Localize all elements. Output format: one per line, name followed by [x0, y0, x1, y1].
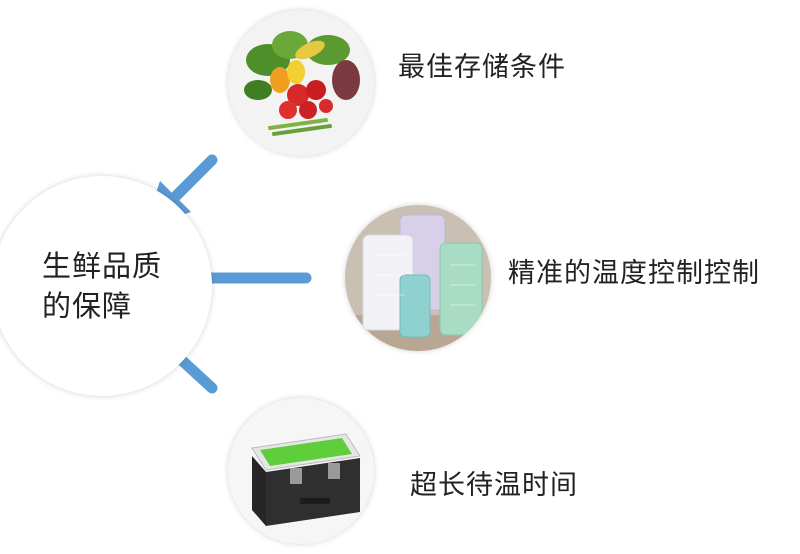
hub-circle	[0, 176, 212, 396]
node-label-storage: 最佳存储条件	[398, 52, 566, 83]
hub-title-line1: 生鲜品质	[42, 249, 163, 283]
cooler-box-image	[228, 398, 374, 544]
hub-title-line2: 的保障	[42, 289, 133, 323]
ice-packs-image	[345, 205, 491, 351]
vegetables-image	[228, 10, 374, 156]
node-label-holding-time: 超长待温时间	[410, 470, 578, 501]
hub-title: 生鲜品质 的保障	[42, 246, 162, 326]
node-label-temperature: 精准的温度控制控制	[508, 258, 760, 289]
